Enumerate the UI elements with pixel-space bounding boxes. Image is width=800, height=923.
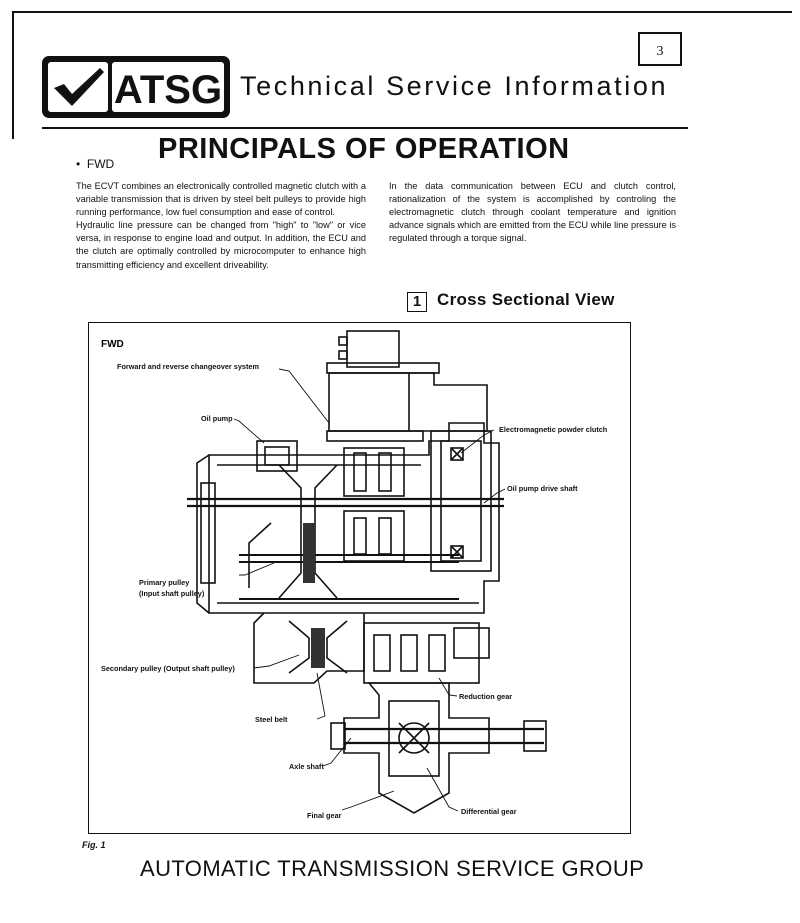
page-title: PRINCIPALS OF OPERATION [158,133,570,165]
section-number: 1 [407,292,427,312]
page-number: 3 [656,44,664,59]
page-left-border [12,11,14,139]
section-title: Cross Sectional View [437,290,615,309]
label-secondary-pulley: Secondary pulley (Output shaft pulley) [101,664,235,673]
page-top-border [12,11,792,13]
header-title: Technical Service Information [240,71,669,101]
label-oil-pump: Oil pump [201,414,233,423]
figure-caption: Fig. 1 [82,840,106,850]
figure-corner-label: FWD [101,339,124,350]
body-right-column: In the data communication between ECU an… [389,180,676,245]
footer-text: AUTOMATIC TRANSMISSION SERVICE GROUP [140,856,645,881]
subtitle: • FWD [76,157,115,171]
cross-section-figure: FWD [88,322,631,834]
header-rule [42,127,688,129]
label-final-gear: Final gear [307,811,342,820]
label-forward-reverse: Forward and reverse changeover system [117,362,259,371]
label-differential-gear: Differential gear [461,807,517,816]
paragraph: In the data communication between ECU an… [389,181,676,244]
paragraph: The ECVT combines an electronically cont… [76,181,366,218]
atsg-logo: ATSG [42,56,230,118]
checkmark-icon [54,68,104,106]
label-oil-pump-shaft: Oil pump drive shaft [507,484,578,493]
transmission-diagram: FWD [101,330,607,820]
subtitle-text: FWD [86,157,115,171]
logo-text: ATSG [114,68,222,112]
paragraph: Hydraulic line pressure can be changed f… [76,220,366,270]
page-number-box [638,32,682,66]
body-left-column: The ECVT combines an electronically cont… [76,180,366,272]
leader-lines [233,368,506,812]
label-reduction-gear: Reduction gear [459,692,512,701]
label-primary-pulley-2: (Input shaft pulley) [139,589,205,598]
housing-drawing [187,330,547,814]
label-em-clutch: Electromagnetic powder clutch [499,425,607,434]
steel-belt-drawing [303,523,325,668]
label-axle-shaft: Axle shaft [289,762,324,771]
label-steel-belt: Steel belt [255,715,288,724]
label-primary-pulley: Primary pulley [139,578,190,587]
